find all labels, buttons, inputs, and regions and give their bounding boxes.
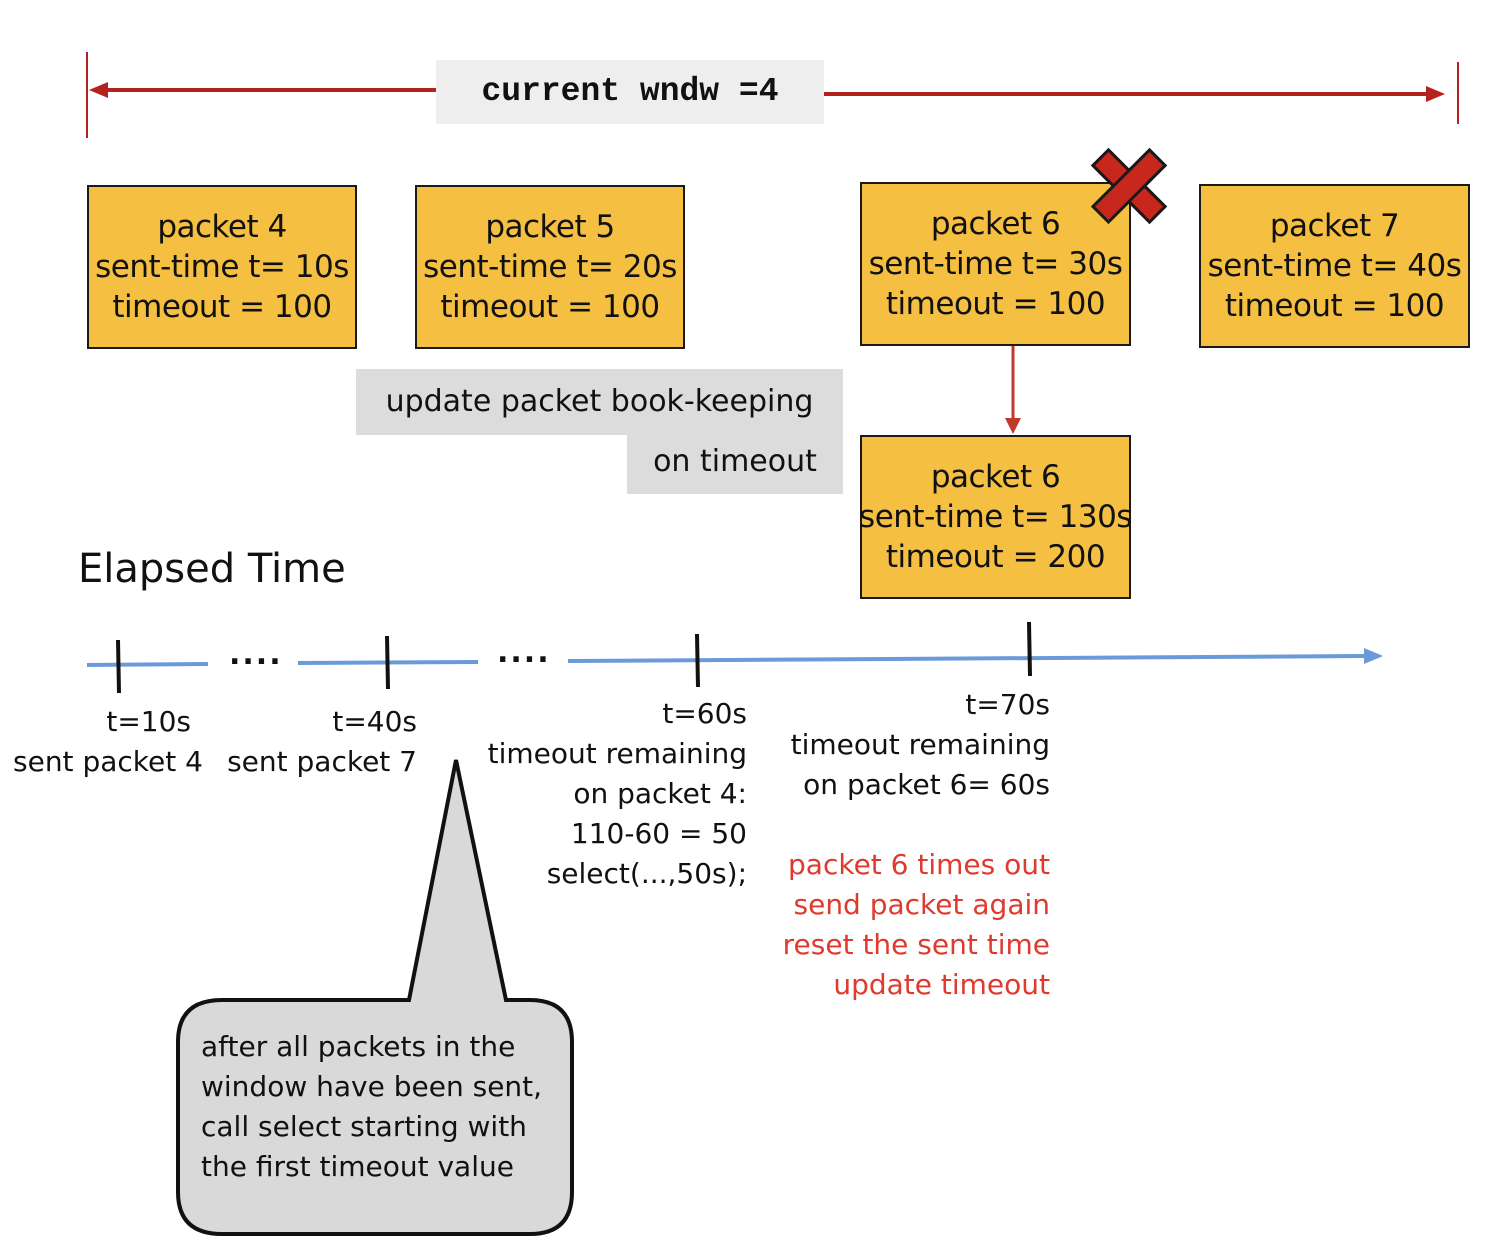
timeout-action: send packet again: [793, 888, 1051, 921]
tick-caption: sent packet 7: [227, 745, 417, 778]
packet-name: packet 5: [485, 209, 615, 245]
update-note-line-1: update packet book-keeping: [356, 369, 843, 435]
packet-sent-time: sent-time t= 20s: [423, 249, 677, 285]
tick-mark-t10: [116, 639, 121, 694]
callout-line: call select starting with: [201, 1110, 527, 1143]
tick-time: t=60s: [662, 697, 747, 730]
packet-timeout: timeout = 100: [1224, 288, 1445, 324]
packet-name: packet 6: [930, 459, 1061, 495]
timeout-action: update timeout: [833, 968, 1050, 1001]
tick-caption: on packet 4:: [573, 777, 747, 810]
timeline-ellipsis: ....: [229, 637, 283, 672]
packet-box: packet 4 sent-time t= 10s timeout = 100: [87, 185, 357, 349]
window-arrowhead-left: [89, 82, 108, 98]
tick-caption: sent packet 4: [13, 745, 203, 778]
tick-label-t60: t=60s timeout remaining on packet 4: 110…: [488, 694, 747, 894]
tick-caption-t10: sent packet 4: [13, 742, 203, 782]
tick-mark-t60: [695, 633, 700, 688]
packet-timeout: timeout = 100: [112, 289, 332, 325]
tick-caption: timeout remaining: [790, 728, 1050, 761]
timeline-arrowhead: [1364, 648, 1383, 664]
timeline-segment-1: [86, 662, 209, 667]
packet-box: packet 7 sent-time t= 40s timeout = 100: [1199, 184, 1470, 348]
packet-timeout: timeout = 100: [440, 289, 660, 325]
packet-box: packet 6 sent-time t= 30s timeout = 100: [860, 182, 1131, 346]
timeline-segment-3: [567, 654, 1367, 663]
packet-sent-time: sent-time t= 130s: [859, 499, 1132, 535]
timeout-action-list: packet 6 times out send packet again res…: [783, 845, 1050, 1005]
packet-timeout: timeout = 100: [885, 286, 1106, 322]
callout-line: window have been sent,: [201, 1070, 543, 1103]
packet-name: packet 6: [930, 206, 1061, 242]
callout-bubble: [176, 759, 574, 1236]
tick-caption: timeout remaining: [487, 737, 747, 770]
timeline-heading: Elapsed Time: [78, 546, 346, 592]
tick-mark-t70: [1027, 621, 1032, 677]
callout-line: after all packets in the: [201, 1030, 516, 1063]
tick-time: t=10s: [106, 705, 191, 738]
tick-label-t70: t=70s timeout remaining on packet 6= 60s: [791, 685, 1050, 805]
tick-caption: on packet 6= 60s: [803, 768, 1050, 801]
timeout-action: reset the sent time: [782, 928, 1050, 961]
timeout-action: packet 6 times out: [788, 848, 1050, 881]
tick-time: t=40s: [332, 705, 417, 738]
window-size-label: current wndw =4: [436, 60, 824, 124]
window-arrowhead-right: [1426, 86, 1445, 102]
tick-time: t=70s: [965, 688, 1050, 721]
updated-packet-box: packet 6 sent-time t= 130s timeout = 200: [859, 435, 1132, 599]
packet-box: packet 5 sent-time t= 20s timeout = 100: [415, 185, 685, 349]
packet-sent-time: sent-time t= 10s: [95, 249, 349, 285]
tick-mark-t40: [385, 635, 390, 690]
packet-sent-time: sent-time t= 30s: [868, 246, 1123, 282]
tick-caption: 110-60 = 50: [570, 817, 747, 850]
timeline-ellipsis: ....: [497, 635, 551, 670]
packet-timeout: timeout = 200: [885, 539, 1106, 575]
packet-sent-time: sent-time t= 40s: [1207, 248, 1462, 284]
packet-name: packet 7: [1269, 208, 1400, 244]
callout-text: after all packets in the window have bee…: [201, 1027, 542, 1187]
callout-line: the first timeout value: [201, 1150, 514, 1183]
tick-label-t10: t=10s: [106, 702, 191, 742]
update-note-line-2: on timeout: [627, 435, 843, 494]
tick-label-t40: t=40s sent packet 7: [227, 702, 417, 782]
packet-name: packet 4: [157, 209, 287, 245]
tick-caption: select(...,50s);: [546, 857, 747, 890]
update-arrowhead: [1005, 418, 1021, 434]
